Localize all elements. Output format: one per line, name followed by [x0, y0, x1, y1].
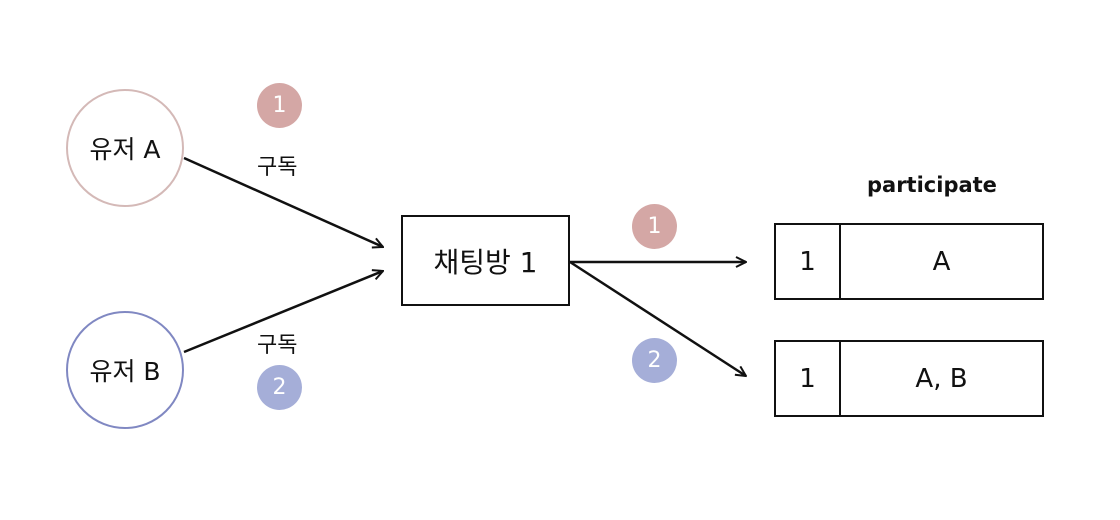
- chat-room-label: 채팅방 1: [433, 245, 538, 279]
- arrow-room-to-row-2: [569, 260, 746, 376]
- row-value-cell: A: [932, 246, 951, 277]
- step-badge-b: 2: [257, 365, 302, 410]
- table-title: participate: [867, 173, 997, 197]
- user-b-node: 유저 B: [66, 311, 184, 429]
- arrow-user-a-to-room: [183, 156, 383, 247]
- chat-room-node: 채팅방 1: [401, 215, 570, 306]
- subscribe-label-a: 구독: [257, 155, 298, 180]
- user-a-label: 유저 A: [89, 135, 161, 164]
- table-row: 1 A: [774, 223, 1044, 300]
- step-badge-a: 1: [257, 83, 302, 128]
- row-id-cell: 1: [776, 225, 841, 298]
- user-a-node: 유저 A: [66, 89, 184, 207]
- subscribe-label-b: 구독: [257, 333, 298, 358]
- arrow-user-b-to-room: [183, 271, 383, 354]
- row-id-cell: 1: [776, 342, 841, 415]
- step-badge-out-2: 2: [632, 338, 677, 383]
- row-value-cell: A, B: [915, 363, 968, 394]
- table-row: 1 A, B: [774, 340, 1044, 417]
- user-b-label: 유저 B: [89, 357, 161, 386]
- step-badge-out-1: 1: [632, 204, 677, 249]
